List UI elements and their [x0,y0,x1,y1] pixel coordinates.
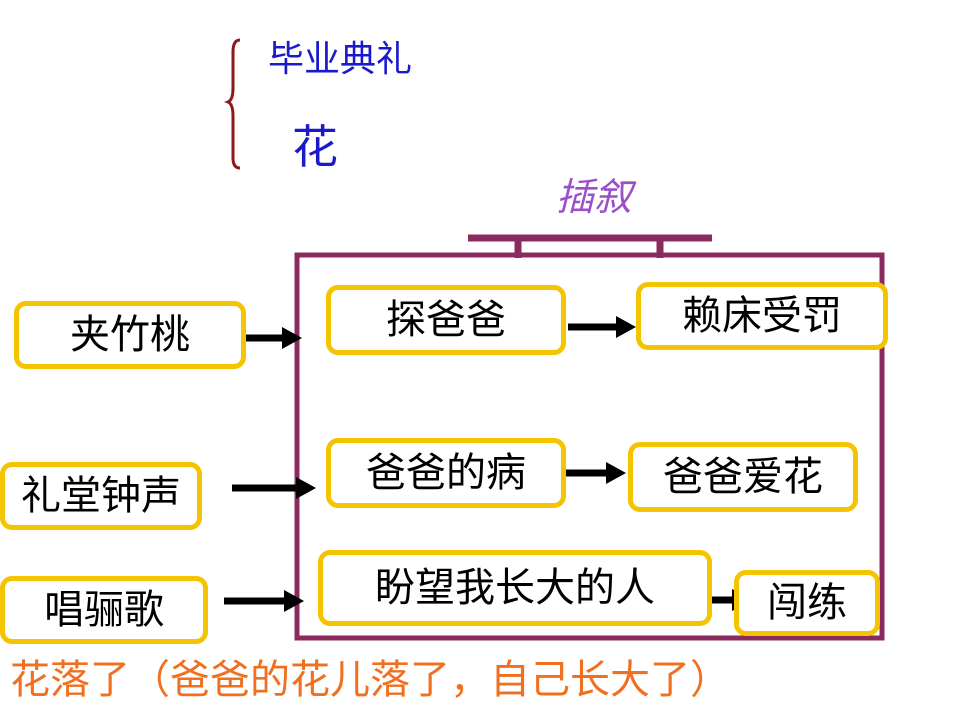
node-punished-for-sleeping-in: 赖床受罚 [636,282,888,350]
node-father-illness: 爸爸的病 [326,438,566,508]
node-father-loves-flowers: 爸爸爱花 [628,442,858,512]
node-auditorium-bell: 礼堂钟声 [0,462,202,530]
node-training: 闯练 [734,570,880,636]
arrow-song-to-hope [224,590,304,612]
node-hoping-i-grow-up: 盼望我长大的人 [318,550,712,626]
curly-brace [223,38,241,170]
insert-label: 插叙 [556,175,633,219]
heading-graduation: 毕业典礼 [268,39,413,80]
node-farewell-song: 唱骊歌 [0,576,208,644]
footer-summary: 花落了（爸爸的花儿落了，自己长大了） [10,657,730,703]
arrow-visit-to-punish [568,316,636,338]
heading-flower: 花 [292,120,338,174]
flashback-frame [294,252,885,641]
node-visit-father: 探爸爸 [326,285,566,355]
node-oleander: 夹竹桃 [14,301,246,369]
arrow-bell-to-illness [232,477,316,499]
